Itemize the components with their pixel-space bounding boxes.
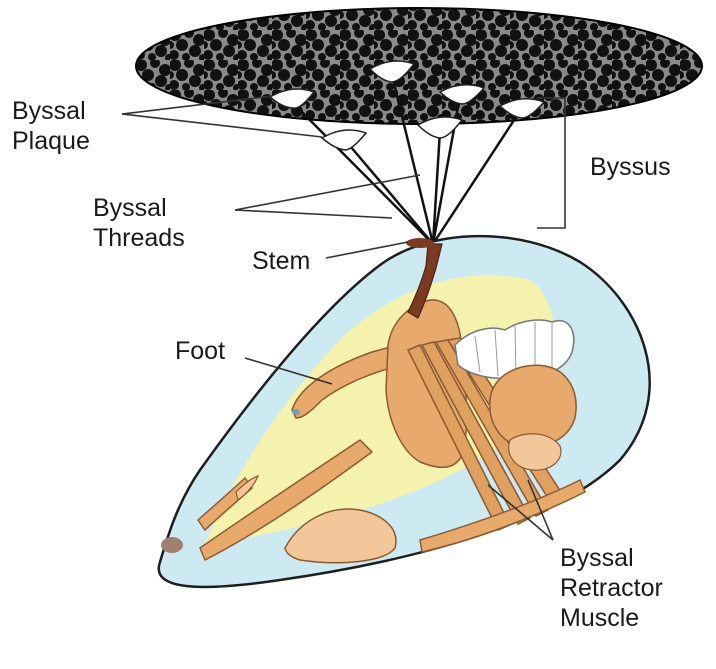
byssal-retractor-muscle-label: Byssal Retractor Muscle bbox=[560, 543, 663, 633]
retractor-label-line2: Retractor bbox=[560, 574, 663, 602]
foot-label: Foot bbox=[175, 337, 226, 365]
byssal-stem bbox=[407, 243, 443, 319]
adductor-muscle bbox=[508, 433, 562, 471]
byssal-plaque-label-line1: Byssal bbox=[12, 97, 86, 125]
substrate-surface bbox=[135, 7, 703, 125]
anterior-adductor bbox=[161, 537, 183, 553]
byssal-plaque bbox=[498, 98, 546, 119]
gonad-lobe bbox=[284, 508, 397, 564]
retractor-label-line1: Byssal bbox=[560, 544, 634, 572]
byssal-threads-label: Byssal Threads bbox=[93, 193, 185, 253]
tissue-loop bbox=[235, 475, 260, 502]
byssal-plaque bbox=[320, 129, 368, 151]
retractor-label-line3: Muscle bbox=[560, 604, 640, 632]
byssal-plaque bbox=[416, 116, 464, 139]
byssal-plaque-label: Byssal Plaque bbox=[12, 96, 90, 156]
stem-label: Stem bbox=[252, 247, 311, 275]
byssal-threads-label-line2: Threads bbox=[93, 224, 185, 252]
byssal-plaque-label-line2: Plaque bbox=[12, 127, 90, 155]
byssal-threads bbox=[292, 74, 522, 245]
stem-root bbox=[406, 238, 434, 248]
byssal-plaque bbox=[438, 84, 486, 105]
foot-tip bbox=[292, 409, 300, 415]
byssal-plaque bbox=[268, 88, 316, 109]
foot bbox=[291, 344, 403, 419]
byssal-threads-label-line1: Byssal bbox=[93, 194, 167, 222]
digestive-gland bbox=[489, 364, 577, 448]
byssal-plaque bbox=[368, 60, 416, 83]
byssal-plaques bbox=[268, 60, 546, 151]
tissue-lower bbox=[199, 439, 374, 562]
muscle-base bbox=[419, 478, 586, 553]
byssus-label: Byssus bbox=[590, 153, 671, 181]
leader-lines bbox=[121, 95, 566, 541]
